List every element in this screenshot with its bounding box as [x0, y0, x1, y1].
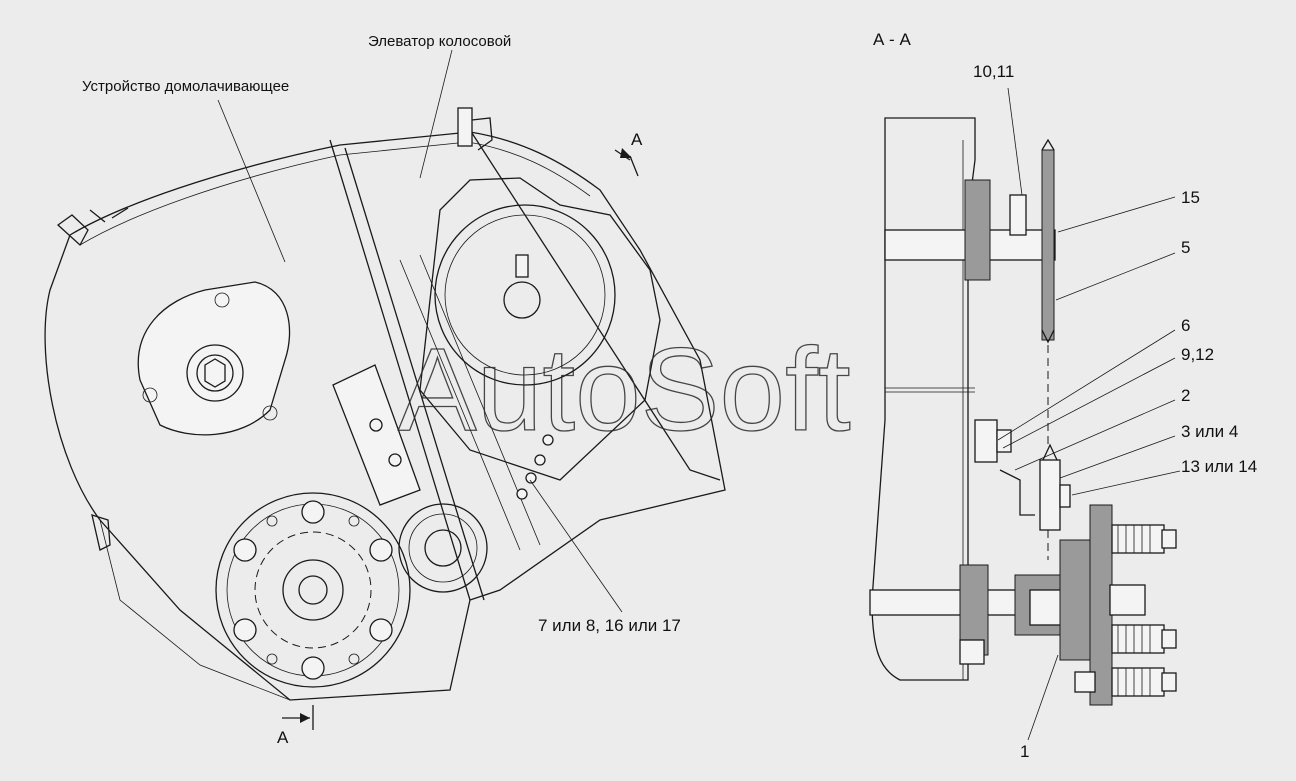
- section-mark-bottom: А: [277, 728, 289, 747]
- drive-pulley-pitch: [254, 531, 372, 649]
- upper-sprocket-inner: [444, 214, 606, 376]
- mid-rod: [999, 469, 1035, 516]
- mid-nut: [996, 429, 1012, 453]
- callout-5: 5: [1181, 238, 1190, 257]
- drive-pulley-outer: [215, 492, 411, 688]
- flange-hub-nut: [196, 354, 234, 392]
- flange-bolt-hole-1: [142, 387, 158, 403]
- label-damolachivayushchee: Устройство домолачивающее: [82, 78, 289, 95]
- section-marker-bottom: [282, 705, 314, 730]
- leader-5: [1055, 252, 1176, 301]
- lower-shaft: [869, 589, 1021, 616]
- leader-3-4: [1059, 435, 1176, 479]
- callout-9-12: 9,12: [1181, 345, 1214, 364]
- upper-sprocket-outer: [434, 204, 616, 386]
- section-mark-top: А: [631, 130, 643, 149]
- leader-10-11: [1007, 87, 1023, 196]
- leader-7-8: [529, 479, 623, 613]
- callout-15: 15: [1181, 188, 1200, 207]
- spring-stack-bottom: [1111, 667, 1177, 697]
- callout-13-14: 13 или 14: [1181, 457, 1257, 476]
- leader-elevator: [419, 49, 453, 179]
- leader-damolachivayushchee: [217, 99, 286, 263]
- spring-stack-top: [1111, 524, 1177, 554]
- upper-lever-bottom: [1041, 329, 1055, 344]
- lower-end-cap: [1109, 584, 1146, 616]
- triangular-flange: [137, 281, 291, 436]
- coupling-tip: [1042, 443, 1058, 461]
- elevator-hood: [419, 177, 661, 481]
- flange-bolt-hole-3: [262, 405, 278, 421]
- flange-hub-outer: [186, 344, 244, 402]
- left-fitting: [56, 207, 129, 247]
- callout-7-8: 7 или 8, 16 или 17: [538, 616, 681, 635]
- drive-pulley-hub: [282, 559, 344, 621]
- idler-pulley-ring: [408, 513, 478, 583]
- lower-hub-flange: [1059, 539, 1091, 661]
- upper-lever-plate: [1041, 149, 1055, 341]
- upper-lever-tip: [1041, 138, 1055, 151]
- flange-hub-hexnut: [204, 358, 226, 388]
- spring-stack-middle: [1111, 624, 1177, 654]
- section-wall-break: [885, 387, 975, 393]
- leader-9-12: [1002, 357, 1176, 449]
- leader-6: [997, 329, 1176, 441]
- callout-6: 6: [1181, 316, 1190, 335]
- thresher-housing-inner: [79, 141, 591, 246]
- thresher-housing: [44, 131, 726, 701]
- upper-bolt: [1009, 194, 1027, 236]
- flange-bolt-hole-2: [214, 292, 230, 308]
- idler-pulley-outer: [398, 503, 488, 593]
- section-view-a-a: [869, 87, 1181, 741]
- drive-pulley-ring: [226, 503, 400, 677]
- idler-pulley-hub: [424, 529, 462, 567]
- section-marker-top: [614, 148, 639, 177]
- upper-bearing-housing: [964, 179, 991, 281]
- watermark-text: AutoSoft: [398, 324, 851, 456]
- chain-links: [516, 434, 554, 500]
- drive-pulley-shaft: [298, 575, 328, 605]
- housing-lower-edge: [99, 519, 291, 701]
- adjuster-plate: [332, 364, 421, 506]
- elevator-frame: [329, 129, 721, 601]
- adjuster-bolt-2: [388, 453, 402, 467]
- adjuster-bolt-1: [369, 418, 383, 432]
- tensioner-bracket: [471, 117, 493, 151]
- callout-10-11: 10,11: [973, 62, 1014, 81]
- lower-left-nut: [1074, 671, 1096, 693]
- upper-sprocket-hub: [503, 281, 541, 319]
- label-elevator: Элеватор колосовой: [368, 33, 511, 50]
- leader-15: [1057, 196, 1176, 233]
- left-assembly-view: [44, 49, 726, 730]
- coupling-pin: [1059, 484, 1071, 508]
- callout-1: 1: [1020, 742, 1029, 761]
- lower-wall-nut: [959, 639, 985, 665]
- lower-left-tab: [91, 514, 111, 551]
- leader-13-14: [1071, 470, 1181, 496]
- callout-2: 2: [1181, 386, 1190, 405]
- tensioner-bolt: [457, 107, 473, 147]
- callout-3-4: 3 или 4: [1181, 422, 1238, 441]
- leader-1: [1027, 654, 1059, 741]
- drive-pulley-bolts: [233, 500, 393, 680]
- coupling-body: [1039, 459, 1061, 531]
- mid-bracket: [974, 419, 998, 463]
- section-title: А - А: [873, 30, 911, 49]
- upper-sprocket-key: [515, 254, 529, 278]
- leader-2: [1014, 399, 1176, 471]
